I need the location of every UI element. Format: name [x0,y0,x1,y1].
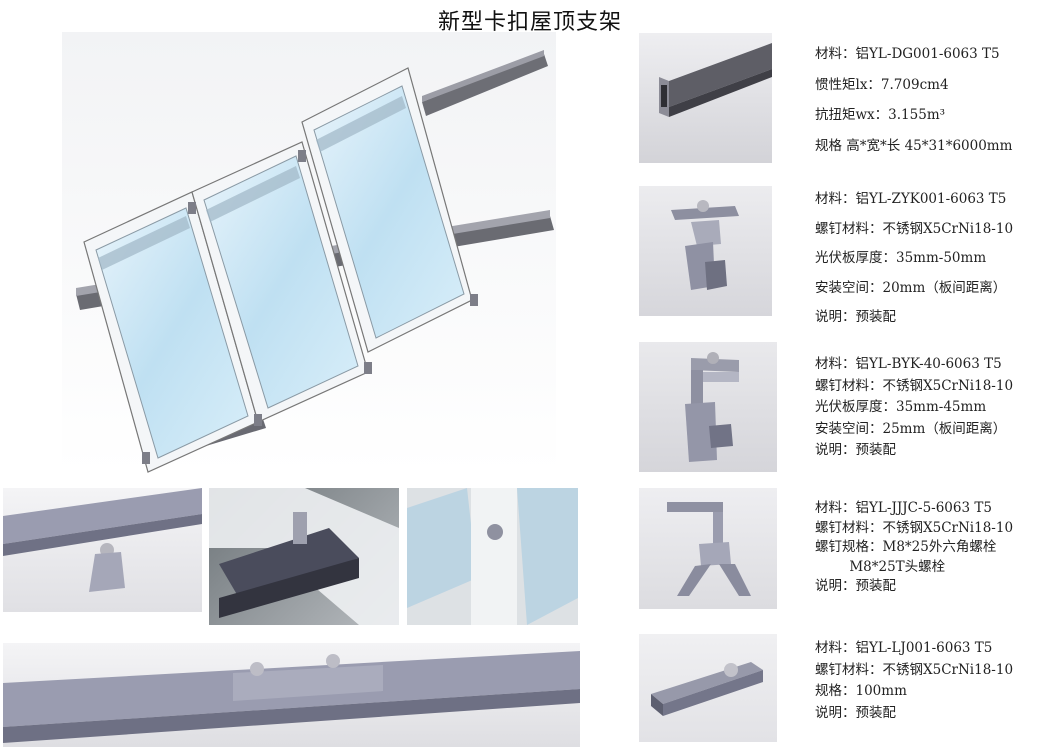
spec-line: 螺钉材料：不锈钢X5CrNi18-10 [815,377,1014,394]
spec-line: 材料：铝YL-LJ001-6063 T5 [815,640,993,656]
spec-line: M8*25T头螺栓 [815,558,946,575]
spec-rail: 材料：铝YL-DG001-6063 T5 惯性矩lx：7.709cm4 抗扭矩w… [815,46,1013,154]
pv-panel-1 [83,191,259,473]
rail-splice-image [3,643,580,747]
end-clamp-image [639,342,777,472]
spec-line: 光伏板厚度：35mm-45mm [815,399,987,415]
rail-clamp-detail-image [3,488,202,612]
main-assembly-image [62,32,556,474]
page-title: 新型卡扣屋顶支架 [437,10,622,35]
spec-line: 安装空间：20mm（板间距离） [815,279,1007,296]
spec-line: 说明：预装配 [815,442,896,458]
spec-middle-clamp: 材料：铝YL-ZYK001-6063 T5 螺钉材料：不锈钢X5CrNi18-1… [815,191,1014,325]
spec-line: 螺钉规格：M8*25外六角螺栓 [815,539,997,555]
spec-line: 说明：预装配 [815,578,896,594]
spec-line: 说明：预装配 [815,309,896,325]
spec-line: 惯性矩lx：7.709cm4 [815,76,949,93]
spec-ground-clamp: 材料：铝YL-JJJC-5-6063 T5 螺钉材料：不锈钢X5CrNi18-1… [815,500,1014,594]
spec-line: 抗扭矩wx：3.155m³ [815,107,946,123]
spec-line: 安装空间：25mm（板间距离） [815,420,1007,437]
rail-profile-image [639,33,772,163]
spec-line: 材料：铝YL-DG001-6063 T5 [815,46,1000,62]
spec-rail-connector: 材料：铝YL-LJ001-6063 T5 螺钉材料：不锈钢X5CrNi18-10… [815,640,1014,721]
ground-clamp-image [639,488,777,609]
spec-line: 材料：铝YL-ZYK001-6063 T5 [815,191,1007,207]
spec-line: 螺钉材料：不锈钢X5CrNi18-10 [815,661,1014,678]
spec-line: 光伏板厚度：35mm-50mm [815,250,987,266]
spec-line: 说明：预装配 [815,704,896,721]
clamp-between-panels-image [407,488,578,625]
spec-line: 规格：100mm [815,683,907,699]
spec-line: 规格 高*宽*长 45*31*6000mm [815,137,1013,154]
clamp-on-rail-image [209,488,399,625]
middle-clamp-image [639,186,772,316]
rail-connector-image [639,634,777,742]
spec-line: 螺钉材料：不锈钢X5CrNi18-10 [815,519,1014,536]
spec-line: 材料：铝YL-BYK-40-6063 T5 [815,356,1002,372]
spec-line: 材料：铝YL-JJJC-5-6063 T5 [815,500,992,516]
spec-line: 螺钉材料：不锈钢X5CrNi18-10 [815,220,1014,237]
spec-end-clamp: 材料：铝YL-BYK-40-6063 T5 螺钉材料：不锈钢X5CrNi18-1… [815,356,1014,458]
